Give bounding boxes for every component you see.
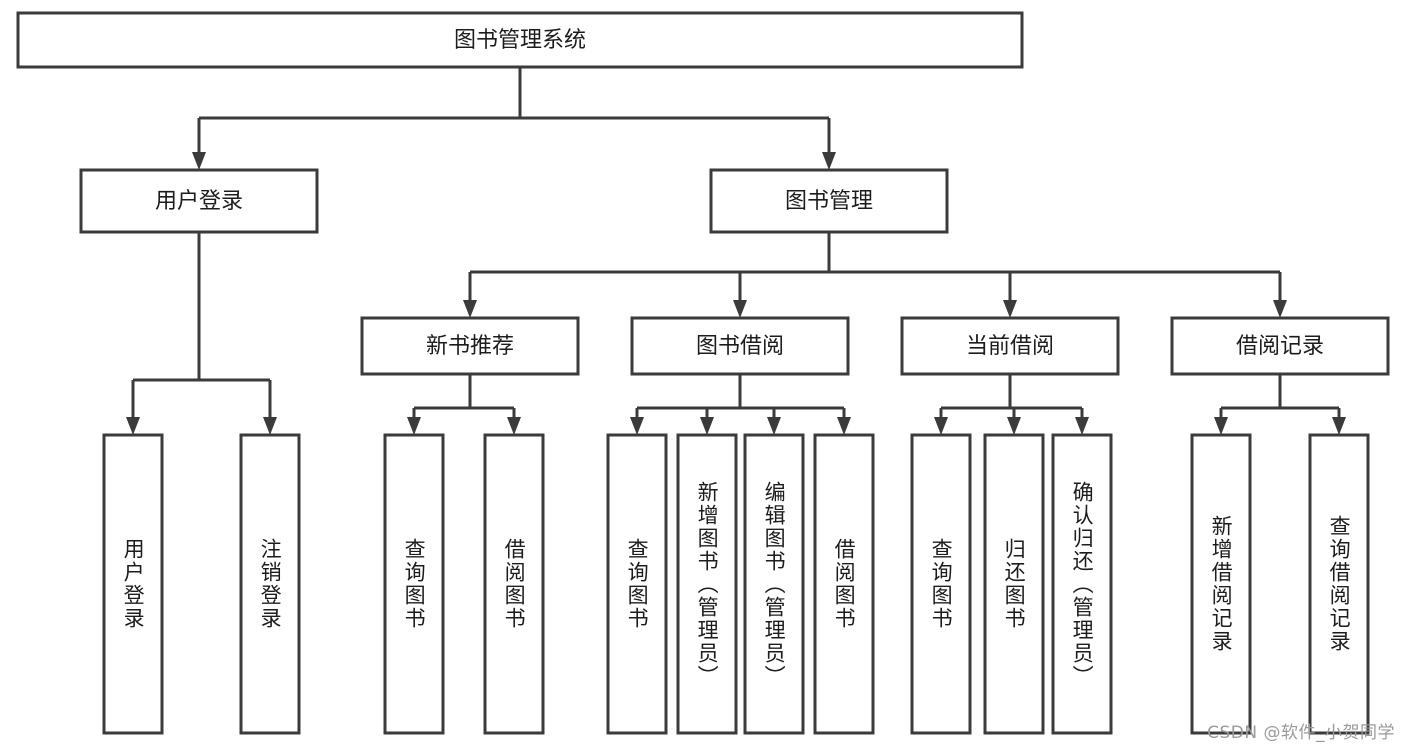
- node-box-leaf-add-book[interactable]: [676, 433, 738, 735]
- arrow-down-icon: [507, 417, 521, 435]
- node-label-user-login: 用户登录: [155, 189, 243, 214]
- node-box-leaf-borrow-book-2[interactable]: [813, 433, 875, 735]
- arrow-down-icon: [1332, 417, 1346, 435]
- node-box-leaf-confirm-return[interactable]: [1051, 433, 1113, 735]
- arrow-down-icon: [1214, 417, 1228, 435]
- node-box-leaf-edit-book[interactable]: [743, 433, 805, 735]
- node-box-book-manage[interactable]: [709, 168, 949, 234]
- node-box-leaf-query-record[interactable]: [1308, 433, 1370, 735]
- node-box-leaf-query-book-2[interactable]: [606, 433, 668, 735]
- arrow-down-icon: [192, 152, 206, 170]
- node-box-leaf-query-book-1[interactable]: [383, 433, 445, 735]
- arrow-down-icon: [263, 417, 277, 435]
- node-label-book-manage: 图书管理: [785, 189, 873, 214]
- arrow-down-icon: [934, 417, 948, 435]
- arrow-down-icon: [407, 417, 421, 435]
- arrow-down-icon: [1273, 300, 1287, 318]
- csdn-watermark: CSDN @软件_小贺同学: [1207, 723, 1395, 743]
- arrow-down-icon: [700, 417, 714, 435]
- node-label-book-borrow: 图书借阅: [696, 334, 784, 359]
- arrow-down-icon: [837, 417, 851, 435]
- node-box-leaf-borrow-book-1[interactable]: [483, 433, 545, 735]
- node-box-leaf-add-record[interactable]: [1190, 433, 1252, 735]
- arrow-down-icon: [630, 417, 644, 435]
- node-box-leaf-return-book[interactable]: [983, 433, 1045, 735]
- node-box-leaf-user-login[interactable]: [102, 433, 164, 735]
- node-box-user-login[interactable]: [79, 168, 319, 234]
- arrow-down-icon: [767, 417, 781, 435]
- node-box-borrow-record[interactable]: [1170, 316, 1390, 376]
- node-box-new-book-rec[interactable]: [360, 316, 580, 376]
- node-box-book-borrow[interactable]: [630, 316, 850, 376]
- arrow-down-icon: [126, 417, 140, 435]
- node-box-leaf-logout[interactable]: [239, 433, 301, 735]
- node-box-leaf-query-book-3[interactable]: [910, 433, 972, 735]
- arrow-down-icon: [1003, 300, 1017, 318]
- arrow-down-icon: [463, 300, 477, 318]
- node-label-new-book-rec: 新书推荐: [426, 334, 514, 359]
- node-label-borrow-record: 借阅记录: [1236, 334, 1324, 359]
- node-box-layer: [16, 11, 1390, 735]
- node-box-current-borrow[interactable]: [900, 316, 1120, 376]
- arrow-down-icon: [1075, 417, 1089, 435]
- arrow-down-icon: [733, 300, 747, 318]
- node-box-root[interactable]: [16, 11, 1024, 69]
- connector-layer: [126, 67, 1346, 435]
- node-label-current-borrow: 当前借阅: [966, 334, 1054, 359]
- arrow-down-icon: [1007, 417, 1021, 435]
- node-label-root: 图书管理系统: [454, 28, 586, 53]
- arrow-down-icon: [822, 152, 836, 170]
